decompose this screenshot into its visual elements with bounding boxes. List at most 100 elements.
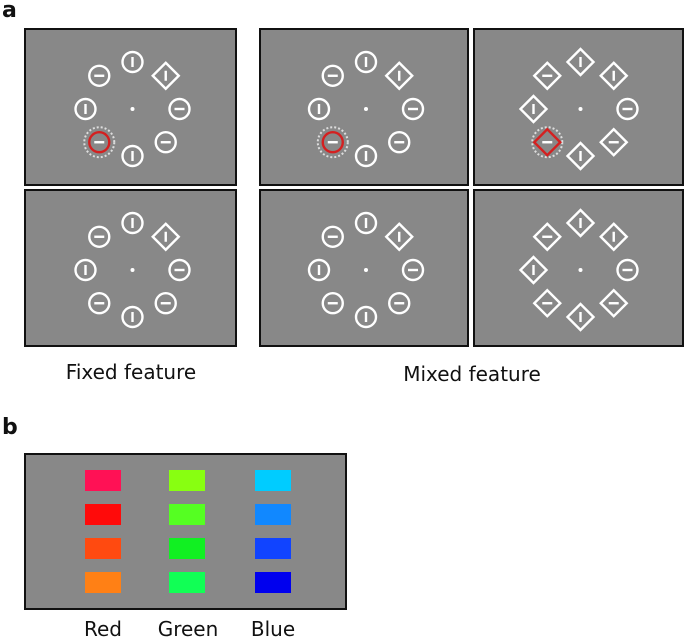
- fixation-dot: [578, 107, 583, 111]
- distractor-item: [151, 222, 181, 252]
- distractor-item: [518, 94, 549, 124]
- circle-shape: [154, 292, 177, 315]
- circle-shape: [88, 225, 111, 248]
- distractor-item: [121, 305, 144, 329]
- distractor-item: [354, 305, 378, 329]
- circle-shape: [354, 211, 378, 235]
- fixation-dot: [364, 268, 368, 272]
- diamond-shape: [518, 94, 549, 124]
- circle-shape: [168, 258, 191, 282]
- circle-shape: [321, 131, 344, 154]
- distractor-item: [307, 97, 331, 121]
- circle-shape: [74, 258, 97, 282]
- circle-shape: [388, 131, 411, 154]
- distractor-item: [354, 144, 378, 168]
- stimulus-panels: [24, 28, 684, 347]
- diamond-shape: [599, 127, 629, 157]
- distractor-item: [532, 61, 562, 91]
- distractor-item: [121, 144, 144, 168]
- circle-shape: [401, 258, 425, 282]
- color-swatch-red: [85, 538, 121, 559]
- diamond-shape: [151, 222, 181, 252]
- color-swatch-green: [169, 572, 205, 593]
- distractor-item: [154, 131, 177, 154]
- diamond-shape: [532, 222, 562, 252]
- fixation-dot: [364, 107, 368, 111]
- circle-shape: [388, 292, 411, 315]
- stimulus-frame: [24, 28, 237, 186]
- circle-shape: [74, 97, 97, 121]
- circle-shape: [121, 50, 144, 74]
- distractor-item: [565, 47, 596, 77]
- distractor-item: [354, 211, 378, 235]
- circle-shape: [354, 305, 378, 329]
- diamond-shape: [532, 288, 562, 318]
- circle-shape: [307, 97, 331, 121]
- circle-shape: [121, 211, 144, 235]
- distractor-item: [88, 225, 111, 248]
- diamond-shape: [532, 61, 562, 91]
- circle-shape: [88, 131, 111, 154]
- distractor-item: [384, 61, 414, 91]
- color-swatch-red: [85, 504, 121, 525]
- distractor-item: [321, 292, 344, 315]
- diamond-shape: [599, 288, 629, 318]
- distractor-item: [599, 222, 629, 252]
- dashed-target-ring: [316, 126, 349, 159]
- distractor-item: [321, 225, 344, 248]
- distractor-item: [168, 97, 191, 121]
- frame-background: [473, 28, 684, 186]
- circle-shape: [321, 64, 344, 87]
- diamond-shape: [565, 47, 596, 77]
- distractor-item: [616, 97, 639, 121]
- frame-background: [473, 189, 684, 347]
- circle-shape: [88, 64, 111, 87]
- frame-background: [24, 189, 237, 347]
- distractor-item: [121, 50, 144, 74]
- distractor-item: [532, 222, 562, 252]
- stimulus-frame: [259, 189, 469, 347]
- diamond-shape: [565, 302, 596, 332]
- fixation-dot: [578, 268, 583, 272]
- distractor-item: [518, 255, 549, 285]
- diamond-shape: [599, 222, 629, 252]
- distractor-item: [616, 258, 639, 282]
- distractor-item: [88, 64, 111, 87]
- panel-b-label: b: [2, 415, 18, 440]
- distractor-item: [532, 288, 562, 318]
- fixation-dot: [130, 107, 135, 111]
- distractor-item: [74, 97, 97, 121]
- distractor-item: [88, 292, 111, 315]
- fixation-dot: [130, 268, 135, 272]
- caption-fixed-feature: Fixed feature: [65, 360, 197, 384]
- circle-shape: [307, 258, 331, 282]
- color-swatch-blue: [255, 470, 291, 491]
- circle-shape: [354, 50, 378, 74]
- color-swatch-red: [85, 572, 121, 593]
- color-swatch-green: [169, 538, 205, 559]
- color-swatch-red: [85, 470, 121, 491]
- color-swatch-blue: [255, 572, 291, 593]
- color-swatch-blue: [255, 538, 291, 559]
- distractor-item: [168, 258, 191, 282]
- circle-shape: [121, 144, 144, 168]
- diamond-shape: [518, 255, 549, 285]
- distractor-item: [565, 208, 596, 238]
- panel-a-label: a: [2, 0, 17, 23]
- diamond-shape: [151, 61, 181, 91]
- frame-background: [259, 189, 469, 347]
- target-item: [531, 126, 564, 159]
- swatch-label-blue: Blue: [250, 617, 296, 641]
- swatch-label-green: Green: [157, 617, 219, 641]
- target-item: [316, 126, 349, 159]
- circle-shape: [168, 97, 191, 121]
- diamond-shape: [565, 208, 596, 238]
- distractor-item: [565, 302, 596, 332]
- stimulus-frame: [259, 28, 469, 186]
- color-swatch-panel: [24, 453, 347, 610]
- circle-shape: [354, 144, 378, 168]
- diamond-shape: [599, 61, 629, 91]
- circle-shape: [154, 131, 177, 154]
- circle-shape: [321, 292, 344, 315]
